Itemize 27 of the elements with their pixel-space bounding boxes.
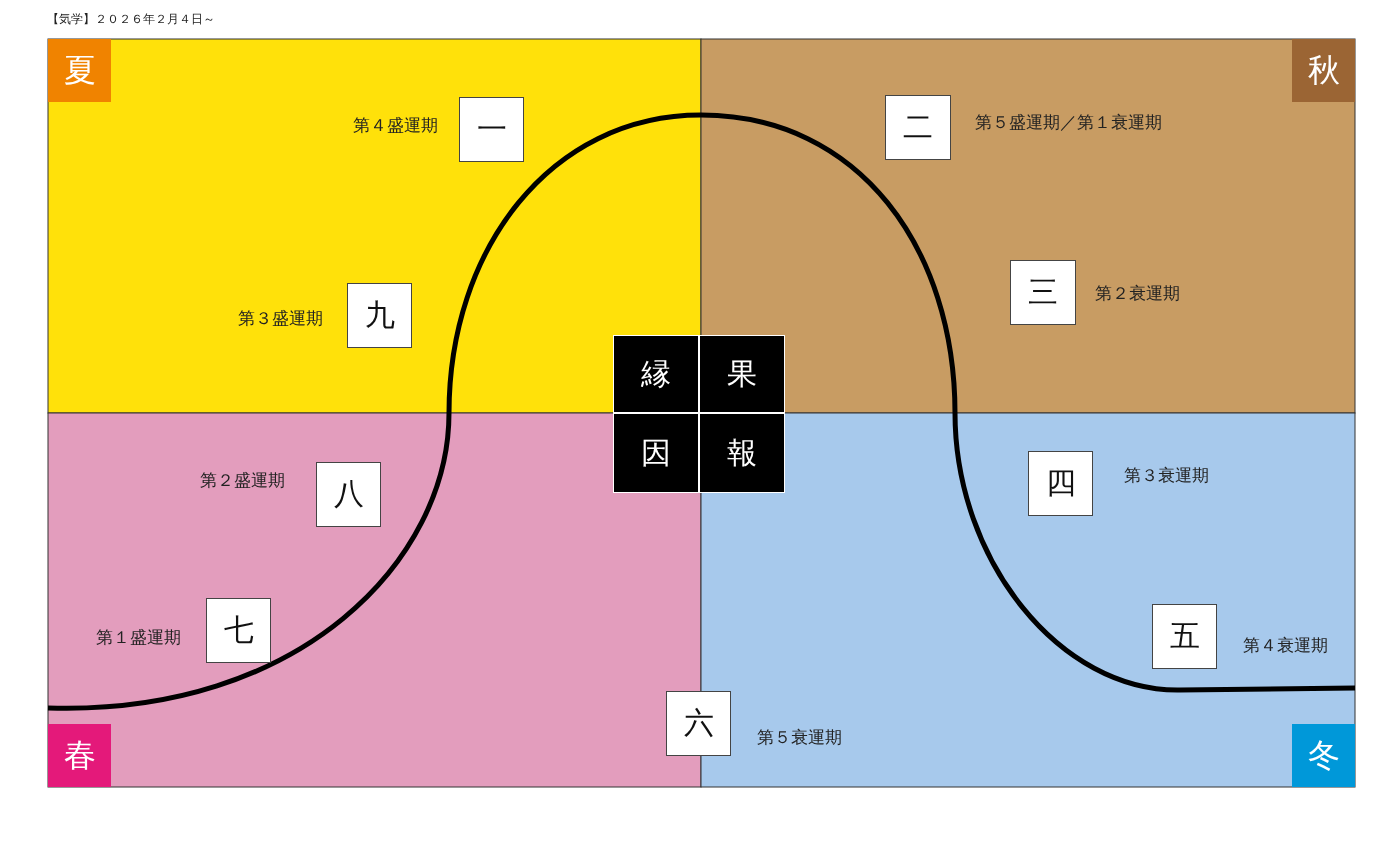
period-label: 第５衰運期 [757, 727, 842, 747]
title: 【気学】２０２６年２月４日～ [47, 11, 215, 28]
season-tile: 春 [48, 724, 111, 787]
center-cell: 因 [613, 413, 699, 493]
season-tile: 秋 [1292, 39, 1355, 102]
center-cell: 果 [699, 335, 785, 413]
number-box: 八 [316, 462, 381, 527]
number-box: 九 [347, 283, 412, 348]
period-label: 第５盛運期／第１衰運期 [975, 112, 1162, 132]
period-label: 第３盛運期 [238, 308, 323, 328]
period-label: 第２衰運期 [1095, 283, 1180, 303]
number-box: 二 [885, 95, 951, 160]
center-cell: 縁 [613, 335, 699, 413]
period-label: 第１盛運期 [96, 627, 181, 647]
number-box: 六 [666, 691, 731, 756]
season-tile: 夏 [48, 39, 111, 102]
number-box: 七 [206, 598, 271, 663]
period-label: 第２盛運期 [200, 470, 285, 490]
number-box: 三 [1010, 260, 1076, 325]
number-box: 四 [1028, 451, 1093, 516]
season-tile: 冬 [1292, 724, 1355, 787]
period-label: 第４衰運期 [1243, 635, 1328, 655]
period-label: 第４盛運期 [353, 115, 438, 135]
center-cell: 報 [699, 413, 785, 493]
period-label: 第３衰運期 [1124, 465, 1209, 485]
number-box: 五 [1152, 604, 1217, 669]
number-box: 一 [459, 97, 524, 162]
